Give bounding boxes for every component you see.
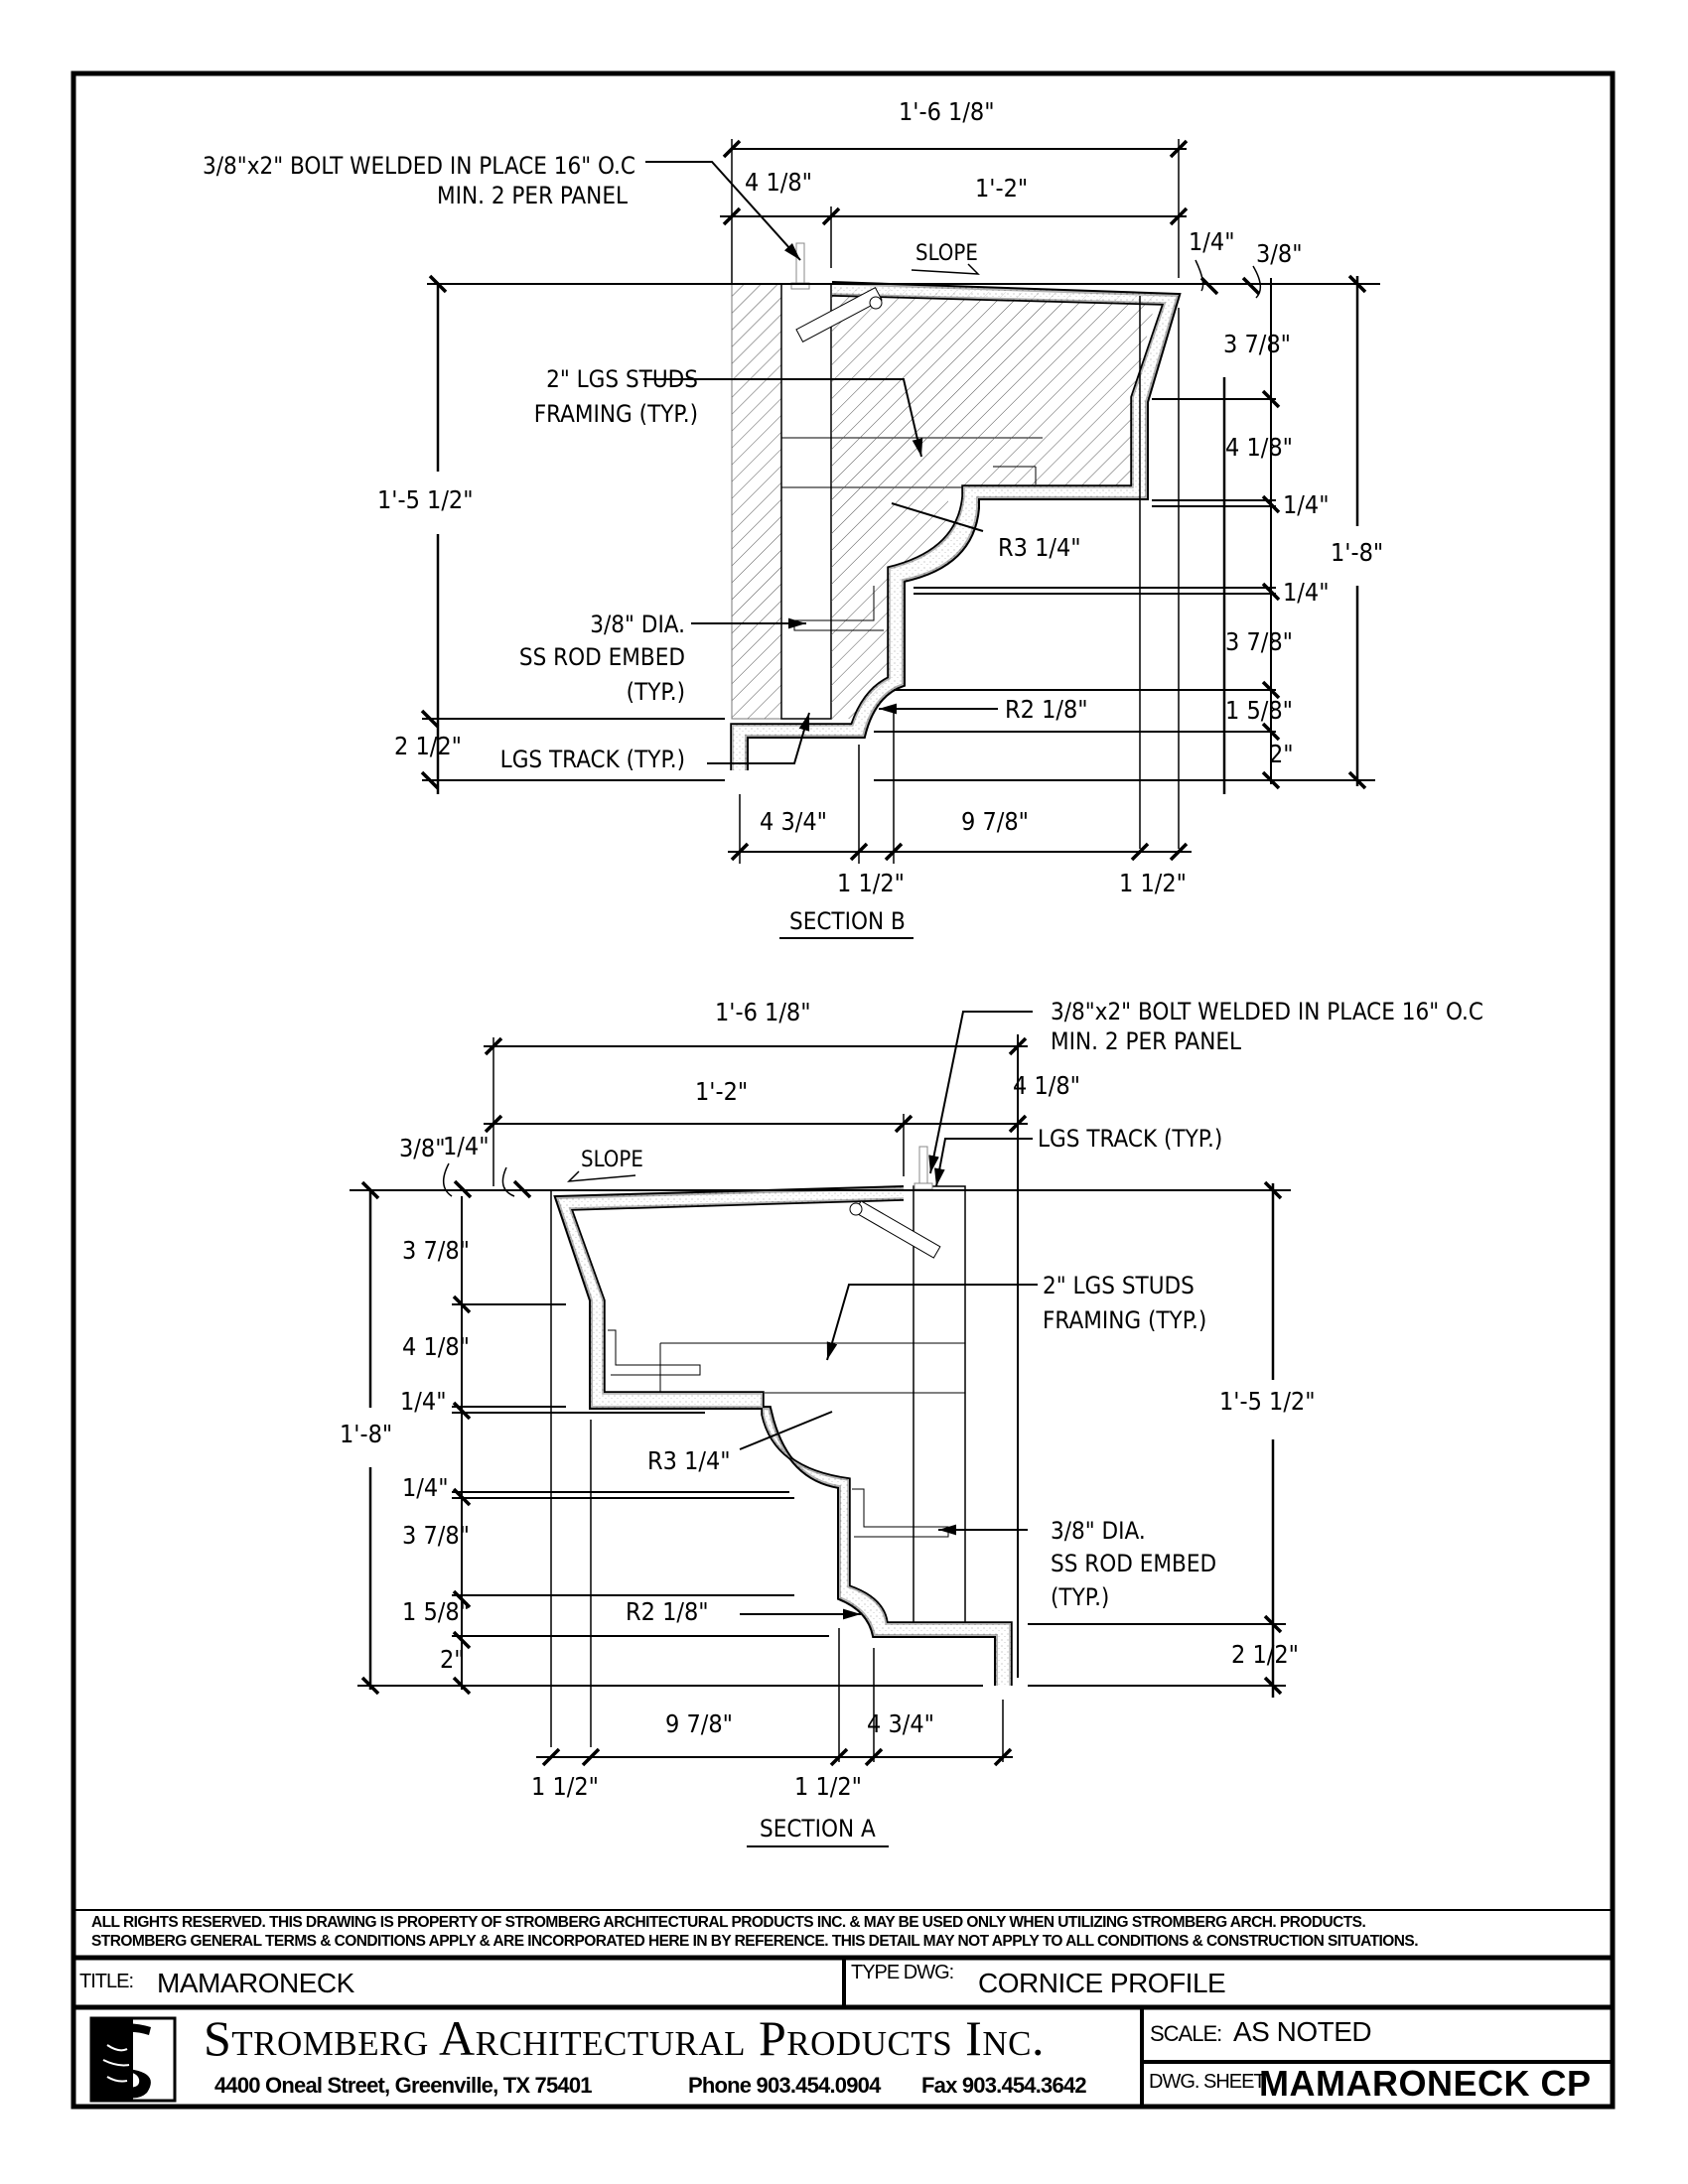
dim-bottom-small-2-a: 1 1/2"	[794, 1772, 862, 1801]
track-leader-b	[707, 712, 810, 764]
studs-note-line1-b: 2" LGS STUDS	[546, 365, 698, 393]
dim-bottom-right-a: 4 3/4"	[867, 1709, 934, 1738]
dim-bottom-left-b: 4 3/4"	[760, 807, 827, 836]
dim-track-height-a: 2 1/2"	[1231, 1640, 1299, 1669]
dim-r3-a: 1/4"	[400, 1387, 447, 1416]
studs-note-line2-a: FRAMING (TYP.)	[1043, 1306, 1206, 1334]
rod-note-line2-b: SS ROD EMBED	[519, 643, 685, 671]
dim-r1-b: 3 7/8"	[1223, 330, 1291, 358]
dim-top-span-b: 1'-2"	[975, 174, 1028, 203]
radius-large-b: R3 1/4"	[998, 533, 1081, 562]
rod-note-line1-b: 3/8" DIA.	[590, 611, 685, 638]
dim-quarter-a: 1/4"	[443, 1132, 490, 1160]
dim-three-eighths-b: 3/8"	[1256, 239, 1303, 268]
bolt-note-line2-b: MIN. 2 PER PANEL	[437, 182, 628, 209]
bolt-note-line1-b: 3/8"x2" BOLT WELDED IN PLACE 16" O.C	[203, 152, 635, 180]
track-leader-a	[934, 1138, 1033, 1187]
dim-track-height-b: 2 1/2"	[394, 732, 462, 760]
dim-r4-b: 1/4"	[1283, 578, 1330, 607]
rod-note-line3-a: (TYP.)	[1051, 1583, 1109, 1611]
slope-label-b: SLOPE	[915, 241, 978, 266]
dim-left-height-b: 1'-5 1/2"	[377, 485, 474, 514]
scale-label: SCALE:	[1150, 2021, 1222, 2046]
dim-r5-b: 3 7/8"	[1225, 627, 1293, 656]
dim-left-part-b: 4 1/8"	[745, 168, 812, 197]
section-a-label: SECTION A	[760, 1815, 876, 1843]
disclaimer-line2: STROMBERG GENERAL TERMS & CONDITIONS APP…	[91, 1933, 1419, 1950]
section-b-label: SECTION B	[789, 907, 906, 935]
dim-bottom-small-1-b: 1 1/2"	[837, 869, 905, 897]
scale-value: AS NOTED	[1233, 2016, 1372, 2047]
studs-note-line2-b: FRAMING (TYP.)	[534, 400, 698, 428]
dim-r3-b: 1/4"	[1283, 490, 1330, 519]
stromberg-s-logo-icon	[89, 2016, 177, 2103]
type-dwg-value: CORNICE PROFILE	[978, 1968, 1226, 1998]
studs-leader-a	[826, 1284, 1038, 1361]
section-a: 1'-6 1/8" 1'-2" 4 1/8" SLOPE 3/8" 1/4" 3…	[340, 998, 1483, 1847]
dim-r2-a: 4 1/8"	[402, 1332, 470, 1361]
studs-leader-b	[643, 378, 923, 458]
dim-bottom-mid-b: 9 7/8"	[961, 807, 1029, 836]
company-address: 4400 Oneal Street, Greenville, TX 75401	[214, 2073, 593, 2098]
studs-note-line1-a: 2" LGS STUDS	[1043, 1272, 1195, 1299]
bolt-leader-a	[928, 1011, 1033, 1174]
radius-large-a: R3 1/4"	[647, 1446, 731, 1475]
track-note-b: LGS TRACK (TYP.)	[500, 746, 685, 773]
dim-r6-a: 1 5/8"	[402, 1597, 470, 1626]
bolt-note-line1-a: 3/8"x2" BOLT WELDED IN PLACE 16" O.C	[1051, 998, 1483, 1025]
rod-note-line1-a: 3/8" DIA.	[1051, 1517, 1146, 1545]
company-name: Stromberg Architectural Products Inc.	[204, 2010, 1045, 2066]
stud-column-a	[913, 1185, 966, 1624]
dim-bottom-small-1-a: 1 1/2"	[531, 1772, 599, 1801]
title-label: TITLE:	[79, 1971, 134, 1992]
bolt-a	[918, 1146, 928, 1187]
anchor-strap-b	[795, 287, 883, 342]
type-dwg-label: TYPE DWG:	[851, 1962, 954, 1983]
dim-bottom-mid-a: 9 7/8"	[665, 1709, 733, 1738]
dim-quarter-b: 1/4"	[1189, 227, 1235, 256]
r3-leader-b	[891, 502, 984, 532]
track-note-a: LGS TRACK (TYP.)	[1038, 1125, 1222, 1153]
dim-three-eighths-a: 3/8"	[399, 1134, 446, 1162]
dim-r1-a: 3 7/8"	[402, 1236, 470, 1265]
wall-hatch-b	[731, 283, 782, 720]
radius-small-b: R2 1/8"	[1005, 695, 1088, 724]
disclaimer-line1: ALL RIGHTS RESERVED. THIS DRAWING IS PRO…	[91, 1914, 1366, 1931]
rod-note-line3-b: (TYP.)	[627, 678, 685, 706]
dim-r4-a: 1/4"	[402, 1473, 449, 1502]
slope-label-a: SLOPE	[581, 1148, 643, 1172]
panel-body-b	[831, 288, 1157, 719]
stud-column-b	[780, 283, 832, 720]
company-fax: Fax 903.454.3642	[921, 2073, 1087, 2098]
bolt-note-line2-a: MIN. 2 PER PANEL	[1051, 1027, 1241, 1055]
dim-r6-b: 1 5/8"	[1225, 696, 1293, 725]
dim-overall-width-b: 1'-6 1/8"	[899, 97, 995, 126]
dim-overall-width-a: 1'-6 1/8"	[715, 998, 811, 1026]
sheet-frame	[70, 70, 1616, 2110]
company-phone: Phone 903.454.0904	[688, 2073, 881, 2098]
dim-bottom-small-2-b: 1 1/2"	[1119, 869, 1187, 897]
r3-leader-a	[739, 1411, 833, 1450]
dim-overall-height-b: 1'-8"	[1331, 538, 1383, 567]
dwg-sheet-label: DWG. SHEET	[1149, 2071, 1266, 2093]
dim-overall-height-a: 1'-8"	[340, 1420, 392, 1448]
dim-right-height-a: 1'-5 1/2"	[1219, 1387, 1316, 1416]
dim-r5-a: 3 7/8"	[402, 1521, 470, 1550]
dim-r7-b: 2"	[1269, 740, 1294, 768]
bolt-leader-b	[645, 161, 801, 261]
dim-r2-b: 4 1/8"	[1225, 433, 1293, 462]
radius-small-a: R2 1/8"	[626, 1597, 709, 1626]
section-b: 1'-6 1/8" 4 1/8" 1'-2" SLOPE 1/4" 3/8" 3…	[203, 97, 1383, 939]
rod-note-line2-a: SS ROD EMBED	[1051, 1550, 1216, 1577]
bolt-b	[795, 242, 805, 284]
title-value: MAMARONECK	[157, 1968, 354, 1998]
dim-r7-a: 2"	[440, 1645, 465, 1674]
dim-right-part-a: 4 1/8"	[1013, 1071, 1080, 1100]
dim-top-span-a: 1'-2"	[695, 1077, 748, 1106]
dwg-sheet-value: MAMARONECK CP	[1259, 2063, 1592, 2104]
title-block-frame	[73, 1909, 1613, 2107]
